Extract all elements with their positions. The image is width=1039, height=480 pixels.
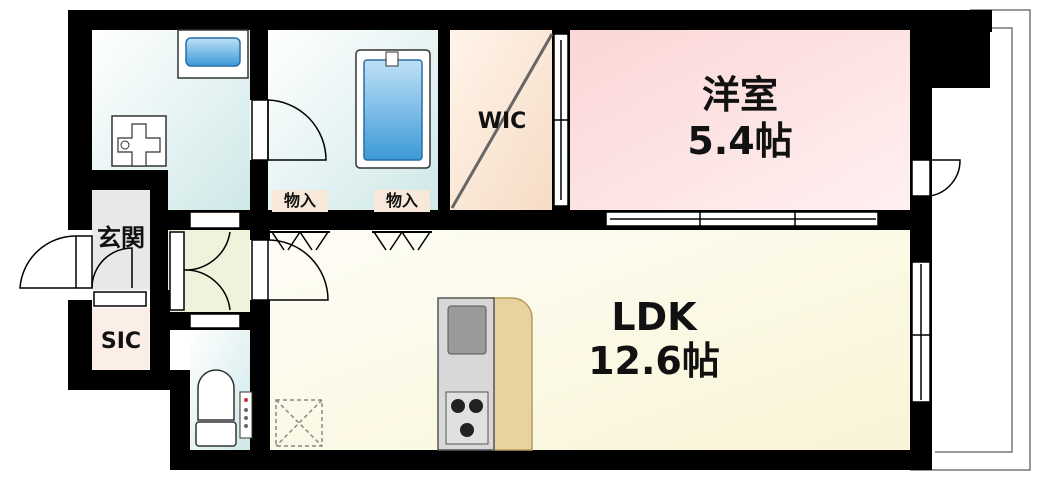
- western-room-name: 洋室: [702, 73, 778, 117]
- ldk-name: LDK: [611, 295, 698, 339]
- washer-pan: [111, 115, 167, 167]
- washbasin: [177, 29, 249, 79]
- entrance-floor: [92, 190, 150, 290]
- sic-floor: [92, 308, 150, 370]
- fridge-space: [275, 399, 323, 447]
- western-room-floor: [570, 30, 910, 210]
- toilet: [195, 369, 253, 447]
- entrance-label: 玄関: [97, 224, 145, 252]
- kitchen-counter: [437, 297, 533, 451]
- ldk-size: 12.6帖: [588, 339, 720, 383]
- bathtub: [355, 49, 431, 169]
- ldk-floor: [270, 230, 910, 450]
- outer-walls: [68, 10, 992, 470]
- wic-label: WIC: [478, 109, 527, 134]
- western-room-size: 5.4帖: [687, 119, 792, 163]
- wic-diagonal: [450, 33, 554, 209]
- doors: [19, 33, 961, 403]
- closet-right-label: 物入: [386, 191, 418, 210]
- balcony: [910, 9, 1031, 471]
- closet-right: [372, 190, 432, 251]
- sic-label: SIC: [101, 329, 141, 354]
- closet-left-label: 物入: [284, 191, 316, 210]
